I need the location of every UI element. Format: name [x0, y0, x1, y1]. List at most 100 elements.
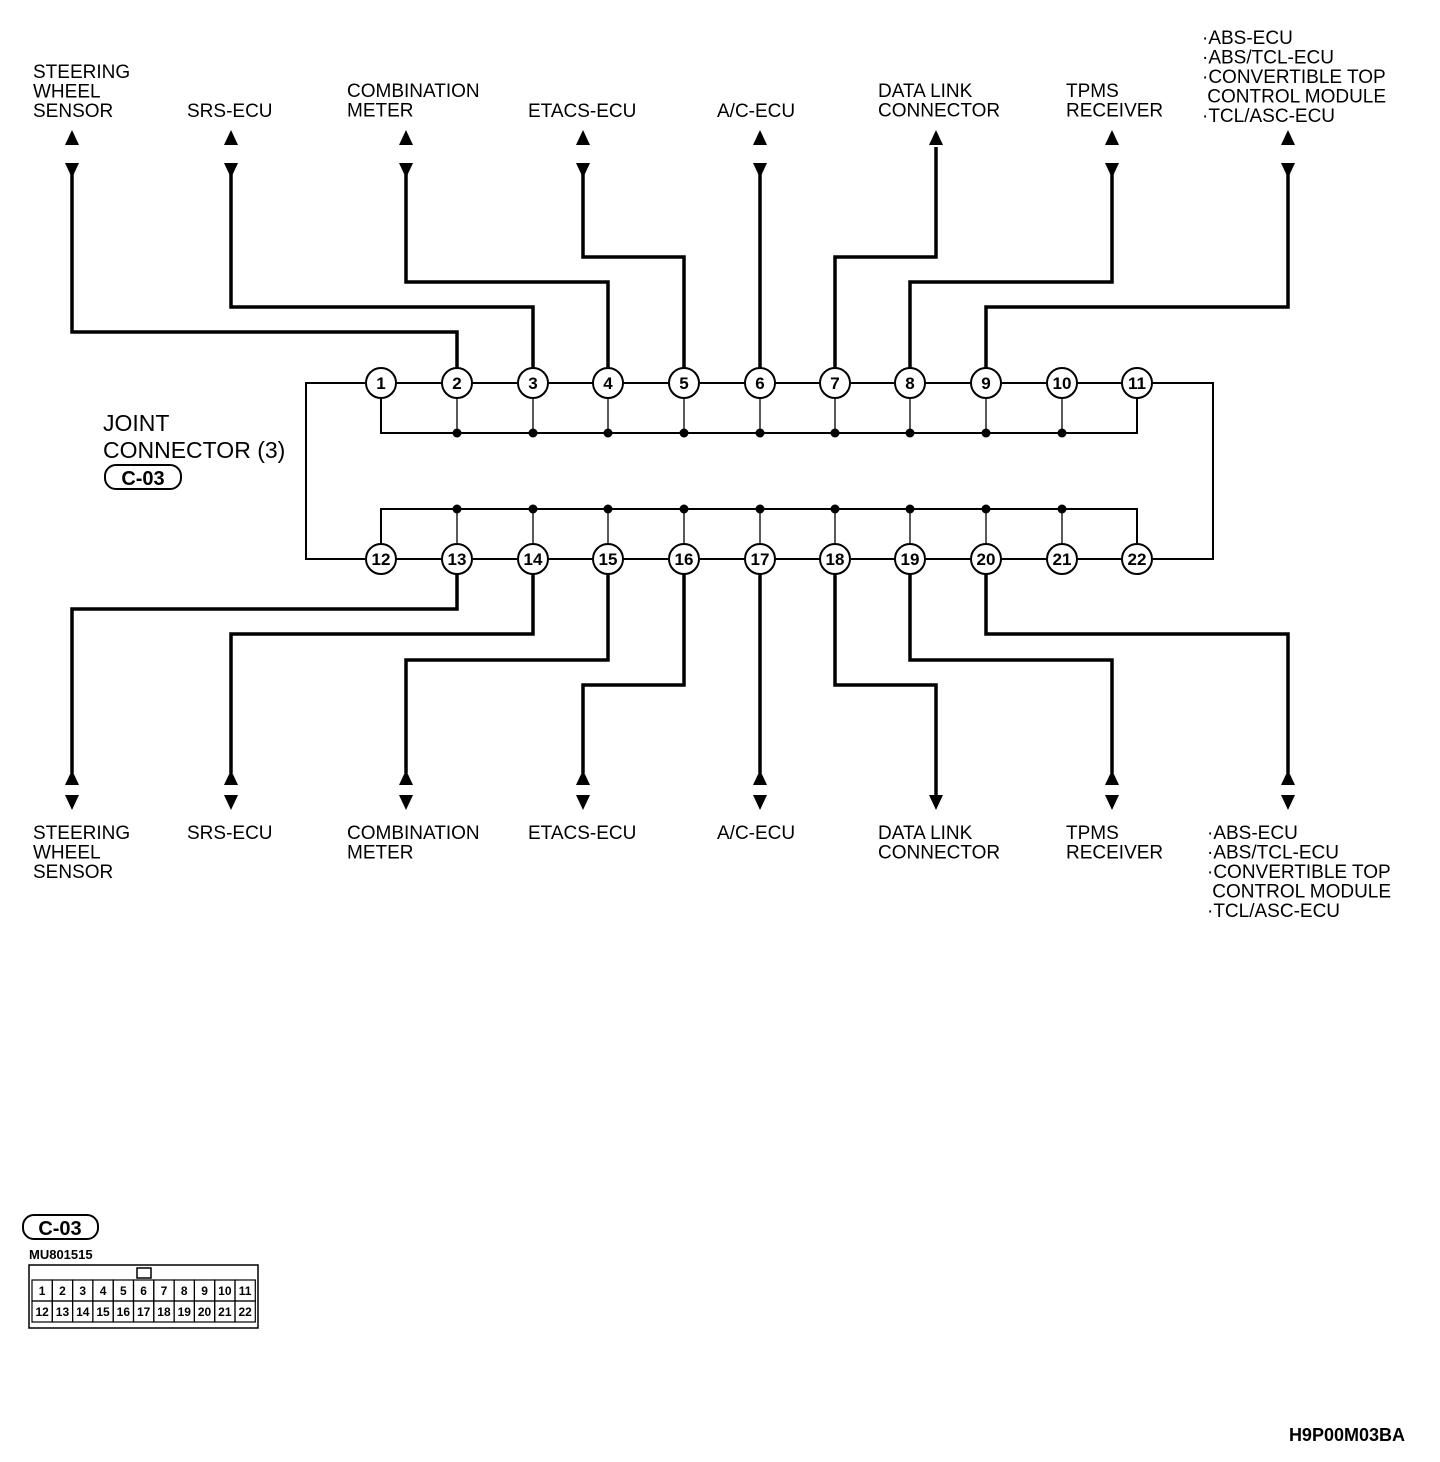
label-line: SENSOR: [33, 862, 113, 883]
connector-lock-tab: [136, 1267, 152, 1279]
label-line: SENSOR: [33, 101, 113, 122]
pin-number: 7: [830, 374, 839, 393]
wire-layer: [65, 130, 1295, 810]
connector-face-outline: [28, 1264, 259, 1329]
grid-pin-number: 21: [218, 1305, 232, 1319]
pin-number: 12: [372, 550, 391, 569]
pin-bottom-22: [1121, 543, 1153, 575]
label-line: STEERING: [33, 62, 130, 83]
pin-top-10: [1046, 367, 1078, 399]
arrow-down-icon: [576, 163, 590, 178]
pin-bottom-18: [819, 543, 851, 575]
label-line: ·ABS/TCL-ECU: [1207, 843, 1339, 864]
arrow-up-icon: [1281, 130, 1295, 145]
arrow-up-icon: [1105, 130, 1119, 145]
splice-dot-bottom: [1057, 504, 1067, 514]
loop-wire-right: [1152, 382, 1214, 560]
arrow-down-icon: [224, 163, 238, 178]
arrow-down-icon: [929, 795, 943, 810]
grid-pin-number: 17: [137, 1305, 151, 1319]
label-line: ETACS-ECU: [528, 823, 636, 844]
grid-pin-number: 16: [117, 1305, 131, 1319]
bottom-destination-label: A/C-ECU: [717, 823, 795, 844]
grid-pin-number: 11: [239, 1284, 252, 1298]
arrow-down-icon: [1281, 163, 1295, 178]
arrow-up-icon: [65, 130, 79, 145]
arrow-down-icon: [399, 163, 413, 178]
grid-cell: [234, 1300, 256, 1323]
grid-pin-number: 20: [198, 1305, 212, 1319]
arrow-down-icon: [1105, 163, 1119, 178]
label-line: RECEIVER: [1066, 101, 1163, 122]
pin-number: 8: [905, 374, 914, 393]
label-line: CONNECTOR: [878, 843, 1000, 864]
pin-number: 16: [675, 550, 694, 569]
wire-to-top-destination: [229, 167, 535, 368]
wire-to-bottom-destination: [229, 574, 535, 773]
arrow-up-icon: [399, 130, 413, 145]
pin-number: 11: [1128, 374, 1146, 393]
grid-pin-number: 19: [178, 1305, 192, 1319]
label-line: A/C-ECU: [717, 823, 795, 844]
pin-number: 15: [599, 550, 618, 569]
splice-dot-bottom: [679, 504, 689, 514]
pin-number: 5: [679, 374, 688, 393]
grid-pin-number: 1: [39, 1284, 46, 1298]
internal-bus-bottom: [380, 508, 1138, 544]
splice-dot-top: [755, 428, 765, 438]
label-line: CONNECTOR: [878, 101, 1000, 122]
arrow-down-icon: [576, 795, 590, 810]
splice-dot-top: [603, 428, 613, 438]
top-destination-label: ETACS-ECU: [528, 101, 636, 122]
pin-number: 22: [1128, 550, 1147, 569]
arrow-up-icon: [399, 770, 413, 785]
pin-bottom-21: [1046, 543, 1078, 575]
arrow-up-icon: [224, 130, 238, 145]
label-line: ·ABS-ECU: [1207, 823, 1298, 844]
pin-bottom-20: [970, 543, 1002, 575]
arrow-down-icon: [224, 795, 238, 810]
wire-to-bottom-destination: [908, 574, 1114, 773]
label-line: ·CONVERTIBLE TOP: [1202, 67, 1386, 88]
splice-dot-top: [679, 428, 689, 438]
pin-top-8: [894, 367, 926, 399]
pin-number: 20: [977, 550, 996, 569]
pin-top-9: [970, 367, 1002, 399]
top-destination-label: SRS-ECU: [187, 101, 273, 122]
arrow-up-icon: [576, 130, 590, 145]
pin-number: 2: [452, 374, 461, 393]
connector-part-number: MU801515: [29, 1247, 93, 1262]
wire-to-bottom-destination: [70, 574, 459, 773]
label-line: RECEIVER: [1066, 843, 1163, 864]
pin-number: 10: [1053, 374, 1072, 393]
label-line: A/C-ECU: [717, 101, 795, 122]
arrow-up-icon: [929, 130, 943, 145]
arrow-up-icon: [224, 770, 238, 785]
arrow-up-icon: [1105, 770, 1119, 785]
label-line: WHEEL: [33, 82, 101, 103]
pin-number: 14: [524, 550, 543, 569]
label-line: TPMS: [1066, 823, 1119, 844]
grid-pin-number: 3: [79, 1284, 86, 1298]
splice-dot-top: [981, 428, 991, 438]
pin-top-11: [1121, 367, 1153, 399]
pin-top-3: [517, 367, 549, 399]
grid-pin-number: 13: [56, 1305, 70, 1319]
connector-code: C-03: [121, 468, 164, 490]
label-line: ·CONVERTIBLE TOP: [1207, 862, 1391, 883]
arrow-down-icon: [753, 795, 767, 810]
grid-pin-number: 12: [35, 1305, 49, 1319]
wire-to-top-destination: [908, 167, 1114, 368]
arrow-up-icon: [753, 130, 767, 145]
arrow-up-icon: [576, 770, 590, 785]
internal-bus-top: [380, 398, 1138, 434]
pin-number: 18: [826, 550, 845, 569]
arrow-down-icon: [753, 163, 767, 178]
arrow-up-icon: [753, 770, 767, 785]
arrow-down-icon: [65, 163, 79, 178]
legend-code: C-03: [38, 1218, 81, 1240]
